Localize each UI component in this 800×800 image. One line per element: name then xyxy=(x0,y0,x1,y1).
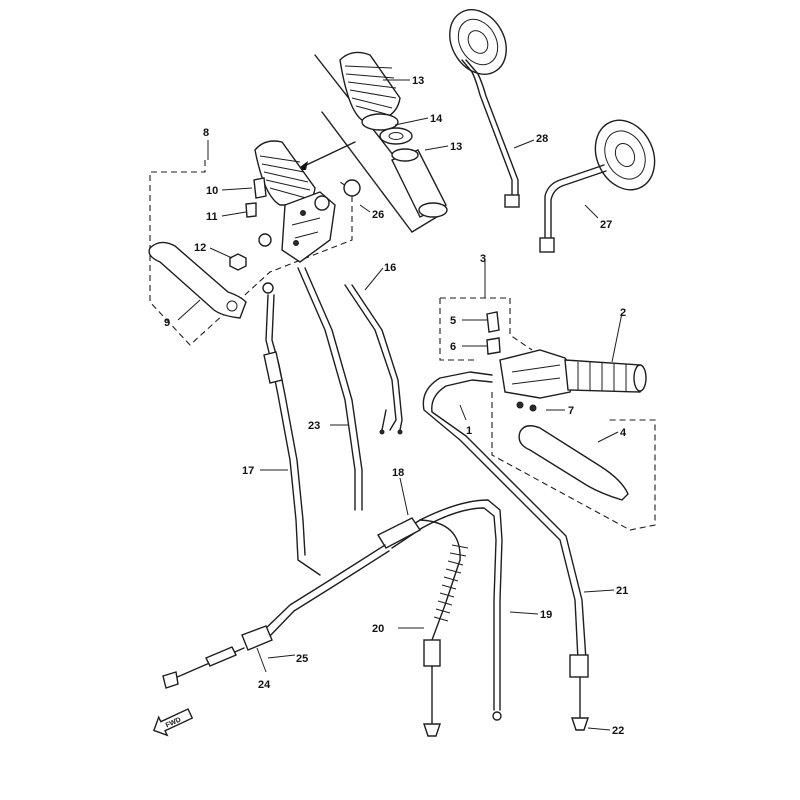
callout-15: 13 xyxy=(412,75,424,87)
callout-19: 19 xyxy=(540,609,552,621)
mirror-28 xyxy=(449,9,520,208)
brake-box-left xyxy=(439,298,478,361)
clutch-lever-9 xyxy=(148,241,247,319)
washer-14-upper xyxy=(361,113,399,131)
carb-cable-24 xyxy=(162,544,390,689)
callout-28: 28 xyxy=(536,133,548,145)
throttle-cable-23 xyxy=(297,267,363,511)
callout-18: 18 xyxy=(392,467,404,479)
callout-5: 5 xyxy=(450,315,456,327)
brake-box-top xyxy=(440,297,533,351)
callout-13: 13 xyxy=(450,141,462,153)
callout-3: 3 xyxy=(480,253,486,265)
callout-11: 11 xyxy=(206,211,218,223)
washer-11 xyxy=(245,202,257,218)
grip-15 xyxy=(339,51,401,121)
callout-12: 12 xyxy=(194,242,206,254)
junction-cable-18 xyxy=(377,499,503,721)
callout-14: 14 xyxy=(430,113,443,125)
clutch-pivot xyxy=(258,233,272,247)
callout-6: 6 xyxy=(450,341,456,353)
callout-8: 8 xyxy=(203,127,209,139)
right-throttle-housing xyxy=(499,349,576,412)
callout-16: 16 xyxy=(384,262,396,274)
callout-23: 23 xyxy=(308,420,320,432)
clutch-cable-17 xyxy=(262,282,321,576)
leader-lines xyxy=(177,79,623,731)
callout-20: 20 xyxy=(372,623,384,635)
callout-27: 27 xyxy=(600,219,612,231)
mirror-27 xyxy=(539,119,656,253)
brake-lever-box xyxy=(491,392,656,531)
throttle-tube-13 xyxy=(391,148,448,218)
callout-9: 9 xyxy=(164,317,170,329)
left-switch-housing xyxy=(281,191,336,263)
brake-lever-4 xyxy=(518,425,629,501)
callout-22: 22 xyxy=(612,725,624,737)
bolt-5 xyxy=(486,311,500,333)
bolt-10 xyxy=(253,177,267,199)
right-grip-2 xyxy=(564,359,647,393)
callout-10: 10 xyxy=(206,185,218,197)
callout-21: 21 xyxy=(616,585,628,597)
callout-24: 24 xyxy=(258,679,271,691)
spacer-6 xyxy=(486,337,501,355)
callout-4: 4 xyxy=(620,427,627,439)
callout-2: 2 xyxy=(620,307,626,319)
callout-17: 17 xyxy=(242,465,254,477)
washer-14 xyxy=(379,127,413,145)
callout-labels: 13 14 13 28 27 8 10 11 12 9 26 16 3 5 6 … xyxy=(164,75,628,737)
spring-cable-20 xyxy=(419,519,469,737)
callout-25: 25 xyxy=(296,653,308,665)
front-brake-cable-21 xyxy=(422,371,589,731)
callout-1: 1 xyxy=(466,425,472,437)
switch-wire-16 xyxy=(344,284,403,435)
inset-throttle-grip-group xyxy=(314,51,448,233)
cap-26 xyxy=(343,179,361,197)
inset-pointer-line xyxy=(299,141,356,169)
front-arrow-icon: FWD xyxy=(152,708,194,737)
clutch-assembly-box xyxy=(149,160,353,346)
callout-26: 26 xyxy=(372,209,384,221)
nut-12 xyxy=(229,253,247,271)
callout-7: 7 xyxy=(568,405,574,417)
